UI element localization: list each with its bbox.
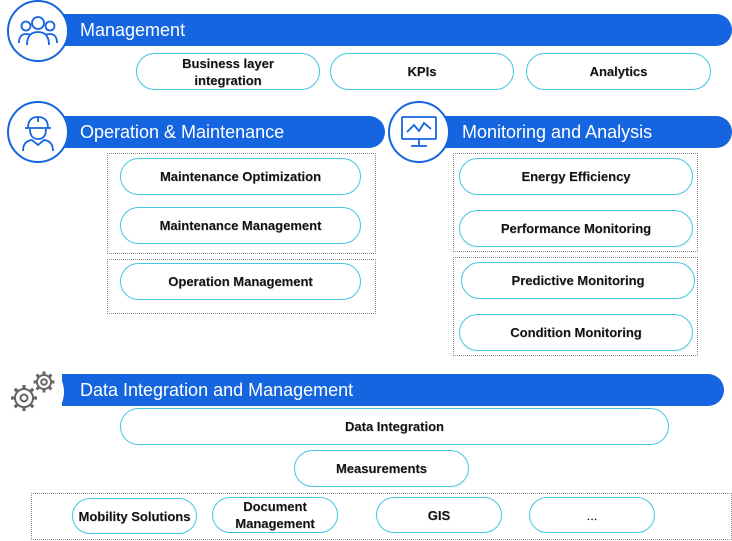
pill-analytics[interactable]: Analytics [526, 53, 711, 90]
pill-performance-monitoring[interactable]: Performance Monitoring [459, 210, 693, 247]
operation-icon-circle [7, 101, 69, 163]
pill-more[interactable]: ... [529, 497, 655, 533]
management-icon-circle [7, 0, 69, 62]
pill-gis[interactable]: GIS [376, 497, 502, 533]
management-banner: Management [62, 14, 732, 46]
data-banner: Data Integration and Management [62, 374, 724, 406]
pill-maintenance-optimization[interactable]: Maintenance Optimization [120, 158, 361, 195]
pill-mobility-solutions[interactable]: Mobility Solutions [72, 498, 197, 534]
management-title: Management [80, 20, 186, 40]
operation-group-1 [107, 153, 376, 254]
worker-hardhat-icon [22, 116, 54, 152]
monitoring-group-1 [453, 153, 698, 252]
pill-data-integration[interactable]: Data Integration [120, 408, 669, 445]
operation-group-2 [107, 259, 376, 314]
pill-maintenance-management[interactable]: Maintenance Management [120, 207, 361, 244]
operation-title: Operation & Maintenance [80, 122, 285, 142]
operation-banner: Operation & Maintenance [62, 116, 385, 148]
pill-business-layer-integration[interactable]: Business layer integration [136, 53, 320, 90]
monitoring-title: Monitoring and Analysis [462, 122, 653, 142]
gears-icon [11, 371, 55, 411]
pill-condition-monitoring[interactable]: Condition Monitoring [459, 314, 693, 351]
data-icon-circle [2, 361, 64, 423]
monitor-chart-icon [401, 116, 437, 147]
people-group-icon [18, 16, 58, 46]
monitoring-group-2 [453, 257, 698, 356]
monitoring-banner: Monitoring and Analysis [444, 116, 732, 148]
data-title: Data Integration and Management [80, 380, 354, 400]
monitoring-icon-circle [388, 101, 450, 163]
pill-predictive-monitoring[interactable]: Predictive Monitoring [461, 262, 695, 299]
pill-measurements[interactable]: Measurements [294, 450, 469, 487]
pill-document-management[interactable]: Document Management [212, 497, 338, 533]
pill-kpis[interactable]: KPIs [330, 53, 514, 90]
pill-operation-management[interactable]: Operation Management [120, 263, 361, 300]
pill-energy-efficiency[interactable]: Energy Efficiency [459, 158, 693, 195]
